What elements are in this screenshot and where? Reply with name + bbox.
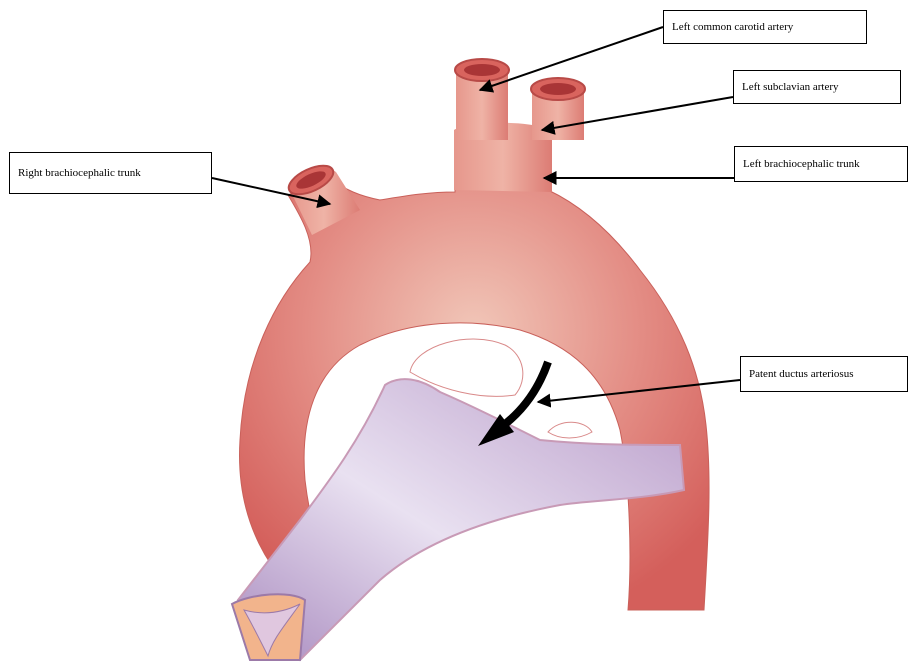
arch-gap-small	[548, 422, 592, 438]
label-left-common-carotid-artery: Left common carotid artery	[663, 10, 867, 44]
label-right-brachiocephalic-trunk: Right brachiocephalic trunk	[9, 152, 212, 194]
label-text: Patent ductus arteriosus	[749, 367, 853, 381]
label-text: Left brachiocephalic trunk	[743, 157, 860, 171]
label-patent-ductus-arteriosus: Patent ductus arteriosus	[740, 356, 908, 392]
label-text: Left common carotid artery	[672, 20, 793, 34]
label-left-subclavian-artery: Left subclavian artery	[733, 70, 901, 104]
label-text: Right brachiocephalic trunk	[18, 166, 141, 180]
label-text: Left subclavian artery	[742, 80, 839, 94]
label-left-brachiocephalic-trunk: Left brachiocephalic trunk	[734, 146, 908, 182]
